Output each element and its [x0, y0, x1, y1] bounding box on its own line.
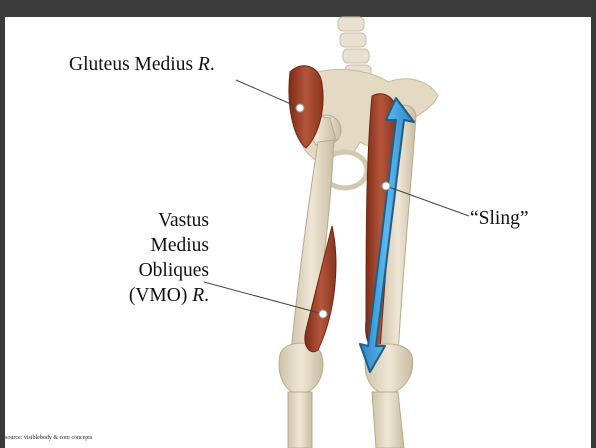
- sling-label: “Sling”: [470, 206, 529, 231]
- left-leg: [365, 94, 416, 448]
- vmo-line-3: Obliques: [129, 258, 209, 283]
- right-leg: [279, 66, 341, 448]
- source-caption: source: visiblebody & core concepts: [5, 435, 92, 441]
- gluteus-marker-dot: [296, 104, 304, 112]
- gluteus-side: R: [198, 54, 210, 75]
- vmo-abbrev: (VMO): [129, 285, 188, 306]
- vmo-label: Vastus Medius Obliques (VMO) R.: [129, 208, 209, 308]
- gluteus-name: Gluteus Medius: [69, 54, 193, 75]
- gluteus-medius-label: Gluteus Medius R.: [69, 52, 215, 77]
- vmo-line-2: Medius: [129, 233, 209, 258]
- vmo-line-1: Vastus: [129, 208, 209, 233]
- vmo-side: R: [192, 285, 204, 306]
- sling-marker-dot: [382, 182, 390, 190]
- vmo-line-4: (VMO) R.: [129, 283, 209, 308]
- vmo-marker-dot: [319, 310, 327, 318]
